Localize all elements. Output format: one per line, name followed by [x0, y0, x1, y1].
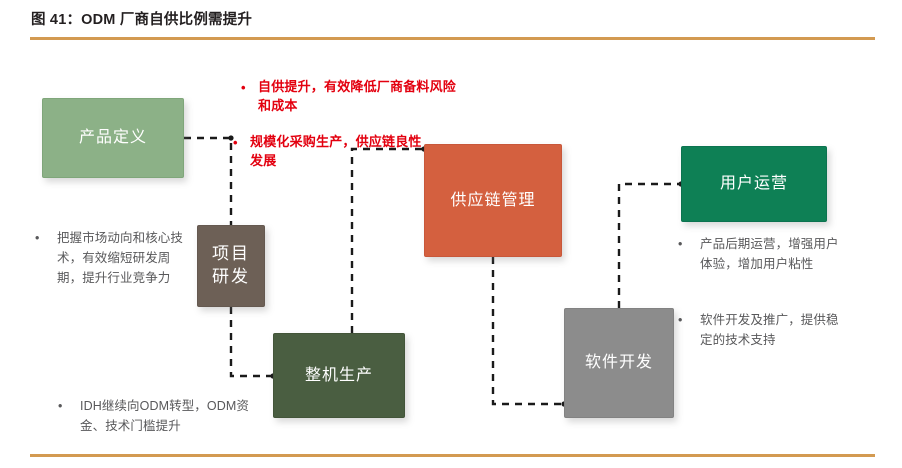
link-product-to-rd [184, 136, 233, 225]
note-user-operation-text: 产品后期运营，增强用户体验，增加用户粘性 [700, 237, 839, 271]
link-endpoint-rd [228, 135, 234, 141]
note-product-definition: • 把握市场动向和核心技术，有效缩短研发周期，提升行业竞争力 [35, 229, 192, 288]
note-idh-transition: • IDH继续向ODM转型，ODM资金、技术门槛提升 [58, 397, 270, 437]
note-bullet-icon: • [35, 231, 40, 245]
annotation-bullet-icon: • [241, 80, 246, 95]
node-user-operation[interactable]: 用户运营 [681, 146, 827, 222]
node-project-rd[interactable]: 项目研发 [197, 225, 265, 307]
link-assembly-to-supply [350, 147, 424, 333]
note-software-development-text: 软件开发及推广，提供稳定的技术支持 [700, 313, 839, 347]
link-software-to-user [617, 182, 681, 308]
note-software-development: • 软件开发及推广，提供稳定的技术支持 [678, 311, 840, 351]
note-product-definition-text: 把握市场动向和核心技术，有效缩短研发周期，提升行业竞争力 [57, 231, 184, 285]
note-bullet-icon: • [678, 237, 683, 251]
note-bullet-icon: • [58, 399, 63, 413]
node-software-development-label: 软件开发 [584, 354, 653, 372]
node-project-rd-label: 项目研发 [212, 244, 250, 286]
node-supply-chain-management[interactable]: 供应链管理 [424, 144, 562, 257]
node-supply-chain-management-label: 供应链管理 [450, 191, 536, 209]
diagram-canvas: 产品定义 项目研发 整机生产 供应链管理 软件开发 用户运营 • 自供提升，有效… [0, 42, 902, 452]
node-assembly-production[interactable]: 整机生产 [273, 333, 405, 418]
annotation-scale-procurement: • 规模化采购生产，供应链良性发展 [233, 133, 430, 171]
node-assembly-production-label: 整机生产 [304, 366, 373, 384]
link-rd-to-assembly [229, 307, 273, 378]
header-divider [30, 37, 875, 40]
link-supply-to-software [491, 257, 564, 406]
annotation-self-supply-text: 自供提升，有效降低厂商备料风险和成本 [258, 79, 457, 113]
node-software-development[interactable]: 软件开发 [564, 308, 674, 418]
note-bullet-icon: • [678, 313, 683, 327]
note-user-operation: • 产品后期运营，增强用户体验，增加用户粘性 [678, 235, 840, 275]
annotation-self-supply: • 自供提升，有效降低厂商备料风险和成本 [241, 78, 457, 116]
node-product-definition[interactable]: 产品定义 [42, 98, 184, 178]
page-title: 图 41：ODM 厂商自供比例需提升 [31, 12, 253, 28]
annotation-bullet-icon: • [233, 135, 238, 150]
annotation-scale-procurement-text: 规模化采购生产，供应链良性发展 [250, 134, 422, 168]
footer-divider [30, 454, 875, 457]
node-user-operation-label: 用户运营 [719, 175, 788, 193]
node-product-definition-label: 产品定义 [78, 129, 147, 147]
note-idh-transition-text: IDH继续向ODM转型，ODM资金、技术门槛提升 [80, 399, 249, 433]
